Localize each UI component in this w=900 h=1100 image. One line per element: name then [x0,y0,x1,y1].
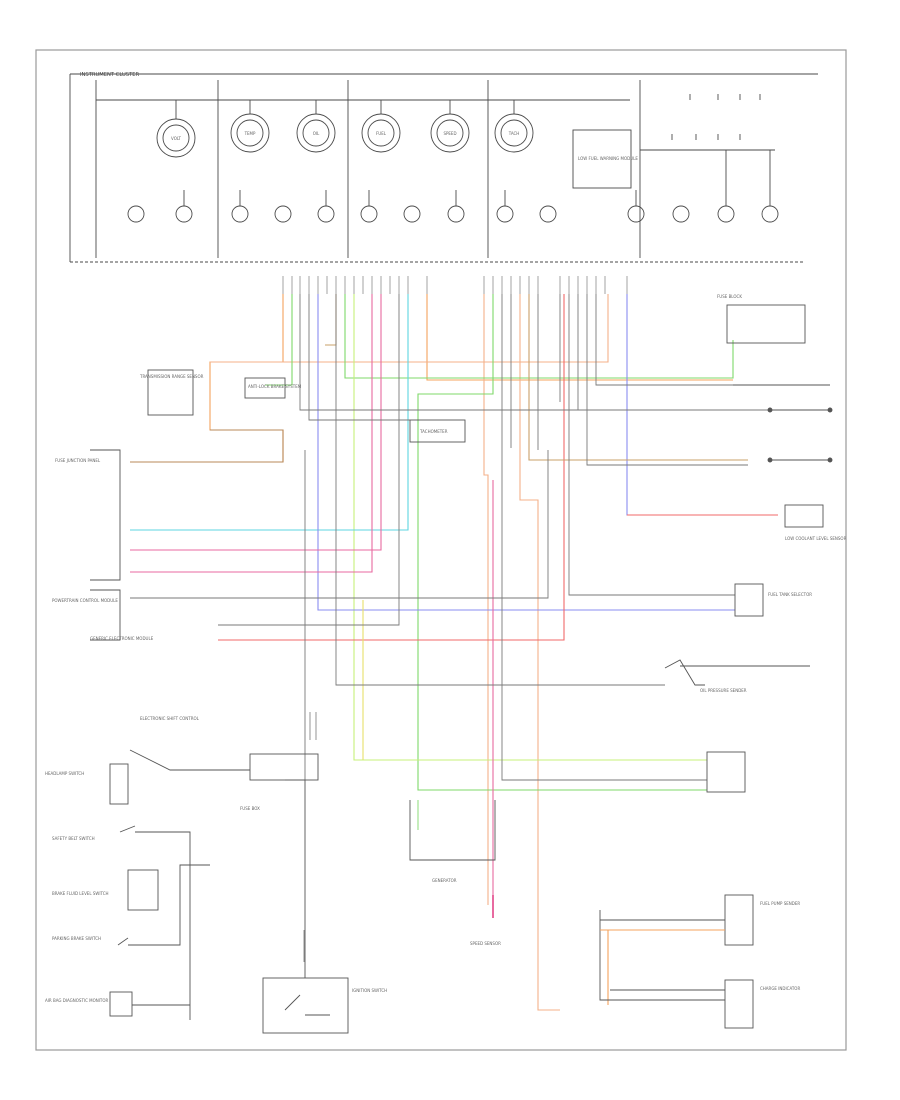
anti-lock-brake-label: ANTI-LOCK BRAKE SYSTEM [248,384,302,389]
fuel-tank-selector-label: FUEL TANK SELECTOR [768,592,812,597]
fuel-pump-sender-label: FUEL PUMP SENDER [760,901,800,906]
tach-gauge-label: TACHOMETER [419,429,448,434]
cluster-tick-marks [671,94,761,140]
wire-green-2 [344,294,734,379]
left-components: TRANSMISSION RANGE SENSOR ANTI-LOCK BRAK… [45,369,387,1034]
tach-gauge-box [409,419,466,443]
wire-lightgreen [353,294,707,761]
wire-red-2 [218,294,565,641]
low-fuel-module-label: LOW FUEL WARNING MODULE [578,156,638,161]
wire-orange-2 [426,294,733,381]
gauge-label-tach: TACH [508,131,520,136]
gauge-label-oil: OIL [313,131,320,136]
parking-brake-label: PARKING BRAKE SWITCH [52,936,101,941]
anti-lock-brake-module [244,377,286,399]
fuel-pump-sender-box [724,894,754,946]
electronic-shift-label: ELECTRONIC SHIFT CONTROL [140,716,200,721]
black-wires [130,294,770,781]
wire-pink-1 [130,294,382,551]
instrument-cluster-label: INSTRUMENT CLUSTER [80,72,140,78]
wire-tan-1 [528,294,748,461]
gem-label: GENERIC ELECTRONIC MODULE [90,636,154,641]
headlamp-switch-label: HEADLAMP SWITCH [45,771,84,776]
pcm-bracket [90,589,121,641]
generator-label: GENERATOR [432,878,457,883]
wire-tan-2 [325,294,337,346]
trans-range-sensor [147,369,194,416]
wire-cyan [130,294,409,531]
brake-fluid-switch [127,869,159,911]
right-components: FUSE BLOCK LOW COOLANT LEVEL SENSOR FUEL… [599,294,847,1029]
fuse-block-main [726,304,806,344]
low-fuel-module [572,129,632,189]
wire-blue-2 [626,294,778,516]
speed-sensor-label: SPEED SENSOR [470,941,501,946]
wire-green-3 [417,294,707,791]
wires [130,294,778,1011]
fuel-tank-selector-box [734,583,764,617]
wire-orange-4 [483,294,489,905]
charge-indicator-box [724,979,754,1029]
charge-indicator-label: CHARGE INDICATOR [760,986,800,991]
airbag-monitor-label: AIR BAG DIAGNOSTIC MONITOR [45,998,109,1003]
wire-brown [130,429,284,463]
gauge-label-temp: TEMP [244,131,256,136]
cluster-connector-c2 [483,276,628,294]
center-components: TACHOMETER GENERATOR SPEED SENSOR [409,419,501,946]
fuse-junction-label: FUSE JUNCTION PANEL [55,458,101,463]
ignition-switch [262,977,349,1034]
headlamp-switch [109,763,129,805]
fuse-junction-bracket [90,449,121,581]
low-coolant-sensor-box [784,504,824,528]
parking-brake-switch [117,864,210,946]
pcm-label: POWERTRAIN CONTROL MODULE [52,598,118,603]
gauge-label-speed: SPEED [443,131,456,136]
oil-pressure-label: OIL PRESSURE SENDER [700,688,747,693]
low-coolant-label: LOW COOLANT LEVEL SENSOR [785,536,847,541]
diagram-border [35,49,847,1051]
oil-pressure-sender [664,659,705,686]
fuse-box-label: FUSE BOX [240,806,260,811]
ignition-switch-label: IGNITION SWITCH [352,988,387,993]
wire-green-1 [265,294,293,386]
wire-blue-1 [317,294,735,611]
generator-node [409,800,496,861]
wire-orange-3 [210,294,609,363]
brake-fluid-label: BRAKE FLUID LEVEL SWITCH [52,891,109,896]
fuse-box [249,753,319,781]
cluster-connector-c1 [282,276,428,294]
gauge-label-fuel: FUEL [376,131,387,136]
wire-salmon-6 [519,294,560,1011]
indicator-lamps [127,150,779,223]
fuse-block-label: FUSE BLOCK [717,294,742,299]
trans-range-sensor-label: TRANSMISSION RANGE SENSOR [139,374,204,379]
gauge-label-volt: VOLT [171,136,181,141]
generic-electronic-module-box [706,751,746,793]
instrument-cluster: INSTRUMENT CLUSTER [69,72,818,263]
safety-belt-label: SAFETY BELT SWITCH [52,836,95,841]
wire-pink-2 [130,294,373,573]
safety-belt-switch [119,825,191,1020]
airbag-monitor [109,991,133,1017]
